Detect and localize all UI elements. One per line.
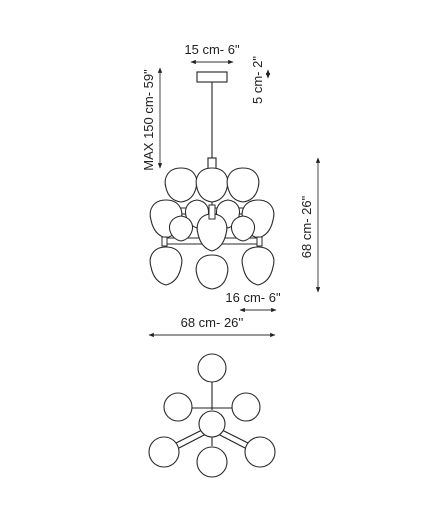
dim-fixture-height: 68 cm- 26" bbox=[299, 157, 321, 293]
globe bbox=[244, 436, 276, 468]
globe bbox=[231, 392, 261, 422]
globe bbox=[230, 215, 256, 242]
dim-max-drop-label: MAX 150 cm- 59" bbox=[141, 69, 156, 171]
globe bbox=[163, 392, 193, 422]
globe bbox=[148, 436, 180, 468]
dim-canopy-height: 5 cm- 2" bbox=[250, 56, 271, 104]
globe bbox=[198, 410, 226, 438]
plan-view bbox=[148, 353, 276, 478]
front-elevation bbox=[149, 71, 275, 290]
dim-fixture-width-label: 68 cm- 26'' bbox=[181, 315, 244, 330]
globe bbox=[149, 246, 183, 286]
dim-canopy-width-label: 15 cm- 6" bbox=[184, 42, 240, 57]
dim-canopy-height-label: 5 cm- 2" bbox=[250, 56, 265, 104]
globe bbox=[241, 246, 275, 286]
dim-fixture-width: 68 cm- 26'' bbox=[148, 315, 276, 338]
dim-globe-width-label: 16 cm- 6" bbox=[225, 290, 281, 305]
dim-max-drop: MAX 150 cm- 59" bbox=[141, 67, 163, 171]
globe bbox=[195, 254, 229, 290]
dim-fixture-height-label: 68 cm- 26" bbox=[299, 195, 314, 258]
globe bbox=[226, 167, 260, 203]
globe bbox=[196, 446, 228, 478]
globe bbox=[168, 215, 194, 242]
globe bbox=[197, 353, 227, 383]
globe bbox=[196, 213, 228, 252]
globe bbox=[164, 167, 198, 203]
canopy bbox=[196, 71, 228, 83]
globe bbox=[195, 167, 229, 203]
dim-globe-width: 16 cm- 6" bbox=[225, 290, 281, 313]
dim-canopy-width: 15 cm- 6" bbox=[184, 42, 240, 65]
